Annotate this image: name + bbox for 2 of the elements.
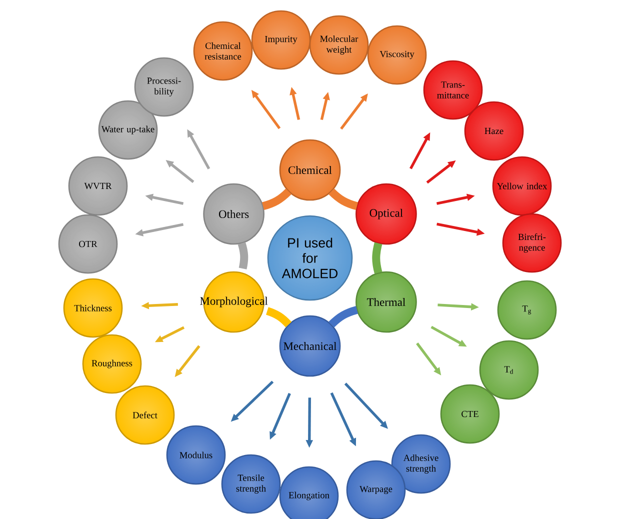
ring-arc	[266, 307, 292, 328]
ring-arc	[238, 242, 248, 270]
